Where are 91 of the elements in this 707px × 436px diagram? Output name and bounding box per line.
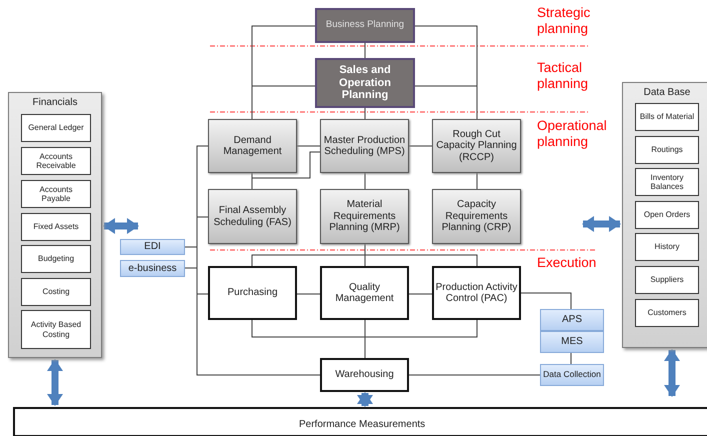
- box-label: MES: [561, 336, 583, 348]
- module-box: [635, 168, 699, 196]
- process-box: [320, 119, 409, 173]
- box-label: Routings: [651, 145, 683, 155]
- box-label: Suppliers: [650, 275, 684, 285]
- connector-line: [364, 42, 366, 58]
- planning-box: [315, 58, 415, 108]
- module-box: [21, 114, 91, 142]
- block-arrow: [357, 392, 373, 407]
- level-label: Execution: [537, 255, 598, 272]
- box-label: Performance Measurements: [299, 418, 426, 430]
- box-label: Production Activity Control (PAC): [434, 282, 518, 304]
- planning-box: [315, 8, 415, 43]
- box-label: Master Production Scheduling (MPS): [322, 134, 406, 158]
- process-box: [320, 358, 409, 392]
- module-box: [635, 233, 699, 261]
- box-label: Costing: [42, 287, 70, 297]
- process-box: [208, 119, 297, 173]
- connector-line: [408, 374, 540, 376]
- panel-heading: Data Base: [644, 87, 690, 98]
- connector-line: [570, 352, 572, 364]
- box-label: Fixed Assets: [33, 222, 79, 232]
- box-label: Final Assembly Scheduling (FAS): [212, 205, 292, 228]
- block-arrow: [103, 218, 139, 234]
- box-label: Capacity Requirements Planning (CRP): [440, 199, 512, 234]
- process-box: [432, 119, 521, 173]
- process-box: [432, 266, 521, 320]
- module-box: [635, 136, 699, 164]
- box-label: Material Requirements Planning (MRP): [328, 199, 401, 234]
- process-box: [320, 266, 409, 320]
- system-panel: [622, 82, 707, 348]
- connector-line: [364, 172, 366, 190]
- system-box: [540, 364, 604, 386]
- connector-line: [252, 320, 478, 338]
- level-label: Operational planning: [537, 118, 608, 150]
- connector-line: [364, 244, 478, 266]
- connector-line: [252, 152, 320, 190]
- process-box: [320, 189, 409, 244]
- system-box: [120, 239, 185, 255]
- box-label: Rough Cut Capacity Planning (RCCP): [435, 128, 518, 164]
- connector-line: [476, 172, 478, 190]
- module-box: [21, 213, 91, 241]
- box-label: Accounts Payable: [38, 184, 74, 204]
- box-label: Bills of Material: [640, 112, 694, 122]
- box-label: Demand Management: [222, 134, 283, 158]
- box-label: Purchasing: [227, 287, 278, 299]
- module-box: [21, 278, 91, 306]
- box-label: Accounts Receivable: [35, 152, 77, 170]
- connector-line: [364, 320, 366, 358]
- module-box: [21, 180, 91, 208]
- box-label: Data Collection: [543, 370, 601, 380]
- system-box: [120, 260, 185, 277]
- block-arrow: [47, 359, 63, 406]
- process-box: [208, 266, 297, 320]
- module-box: [635, 201, 699, 229]
- process-box: [208, 189, 297, 244]
- module-box: [21, 147, 91, 175]
- connector-line: [364, 108, 366, 120]
- box-label: Budgeting: [38, 254, 74, 264]
- level-label: Strategic planning: [537, 5, 592, 38]
- box-label: e-business: [128, 262, 177, 274]
- box-label: Quality Management: [334, 282, 395, 304]
- box-label: EDI: [144, 241, 161, 253]
- block-arrow: [664, 349, 680, 397]
- panel-heading: Financials: [32, 97, 78, 108]
- module-box: [21, 310, 91, 349]
- connector-line: [196, 294, 320, 376]
- box-label: General Ledger: [28, 123, 84, 133]
- box-label: Inventory Balances: [650, 172, 684, 192]
- connector-line: [520, 292, 572, 310]
- system-box: [540, 309, 604, 331]
- box-label: Activity Based Costing: [30, 320, 82, 339]
- system-box: [540, 331, 604, 353]
- connector-line: [414, 86, 478, 120]
- connector-line: [252, 86, 316, 120]
- box-label: Sales and Operation Planning: [338, 64, 392, 102]
- box-label: APS: [562, 314, 582, 326]
- module-box: [635, 266, 699, 294]
- module-box: [635, 103, 699, 131]
- block-arrow: [582, 216, 621, 232]
- box-label: Open Orders: [644, 210, 690, 220]
- level-label: Tactical planning: [537, 60, 590, 92]
- module-box: [21, 245, 91, 273]
- box-label: Business Planning: [326, 20, 404, 31]
- box-label: Customers: [648, 308, 686, 318]
- system-panel: [8, 92, 102, 358]
- measurement-bar: [13, 407, 707, 436]
- box-label: History: [654, 242, 680, 252]
- box-label: Warehousing: [335, 369, 394, 381]
- process-box: [432, 189, 521, 244]
- module-box: [635, 299, 699, 327]
